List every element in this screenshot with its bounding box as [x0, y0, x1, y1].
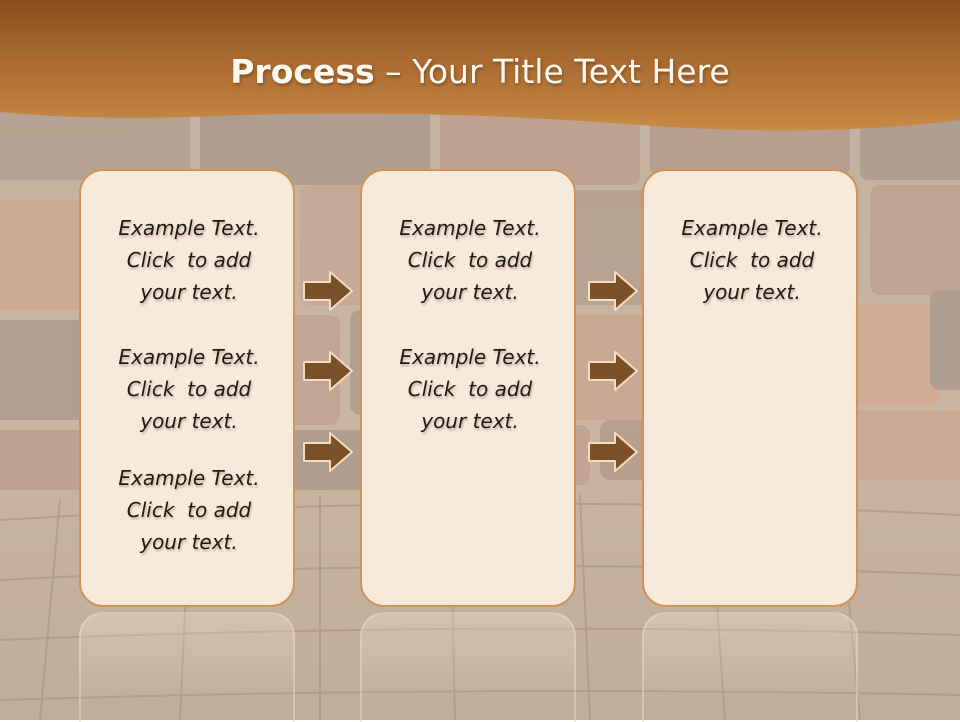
text-line: Click to add [126, 498, 252, 522]
right-arrow-icon [303, 271, 353, 311]
slide-title[interactable]: Process – Your Title Text Here [0, 52, 960, 91]
text-line: Click to add [407, 377, 533, 401]
text-line: Example Text. [399, 345, 541, 369]
header-band [0, 0, 960, 140]
text-line: your text. [140, 409, 238, 433]
text-line: your text. [140, 530, 238, 554]
right-arrow-icon [303, 432, 353, 472]
card-1-text-2[interactable]: Example Text. Click to add your text. [81, 341, 297, 437]
text-line: your text. [421, 409, 519, 433]
text-line: your text. [140, 280, 238, 304]
text-line: your text. [421, 280, 519, 304]
text-line: Example Text. [399, 216, 541, 240]
text-line: Click to add [407, 248, 533, 272]
text-line: Click to add [689, 248, 815, 272]
text-line: Example Text. [118, 345, 260, 369]
card-reflection-1 [79, 612, 295, 722]
card-1-text-1[interactable]: Example Text. Click to add your text. [81, 212, 297, 308]
text-line: Example Text. [118, 466, 260, 490]
card-reflection-3 [642, 612, 858, 722]
text-line: Example Text. [681, 216, 823, 240]
right-arrow-icon [588, 271, 638, 311]
text-line: Click to add [126, 377, 252, 401]
card-3-text-1[interactable]: Example Text. Click to add your text. [644, 212, 860, 308]
process-card-2[interactable]: Example Text. Click to add your text. Ex… [360, 169, 576, 607]
right-arrow-icon [588, 432, 638, 472]
title-bold: Process [230, 52, 375, 91]
right-arrow-icon [303, 351, 353, 391]
process-card-3[interactable]: Example Text. Click to add your text. [642, 169, 858, 607]
title-rest: – Your Title Text Here [374, 52, 730, 91]
text-line: Click to add [126, 248, 252, 272]
right-arrow-icon [588, 351, 638, 391]
card-2-text-2[interactable]: Example Text. Click to add your text. [362, 341, 578, 437]
text-line: Example Text. [118, 216, 260, 240]
card-2-text-1[interactable]: Example Text. Click to add your text. [362, 212, 578, 308]
card-reflection-2 [360, 612, 576, 722]
text-line: your text. [703, 280, 801, 304]
header-wave [0, 0, 960, 131]
process-card-1[interactable]: Example Text. Click to add your text. Ex… [79, 169, 295, 607]
card-1-text-3[interactable]: Example Text. Click to add your text. [81, 462, 297, 558]
